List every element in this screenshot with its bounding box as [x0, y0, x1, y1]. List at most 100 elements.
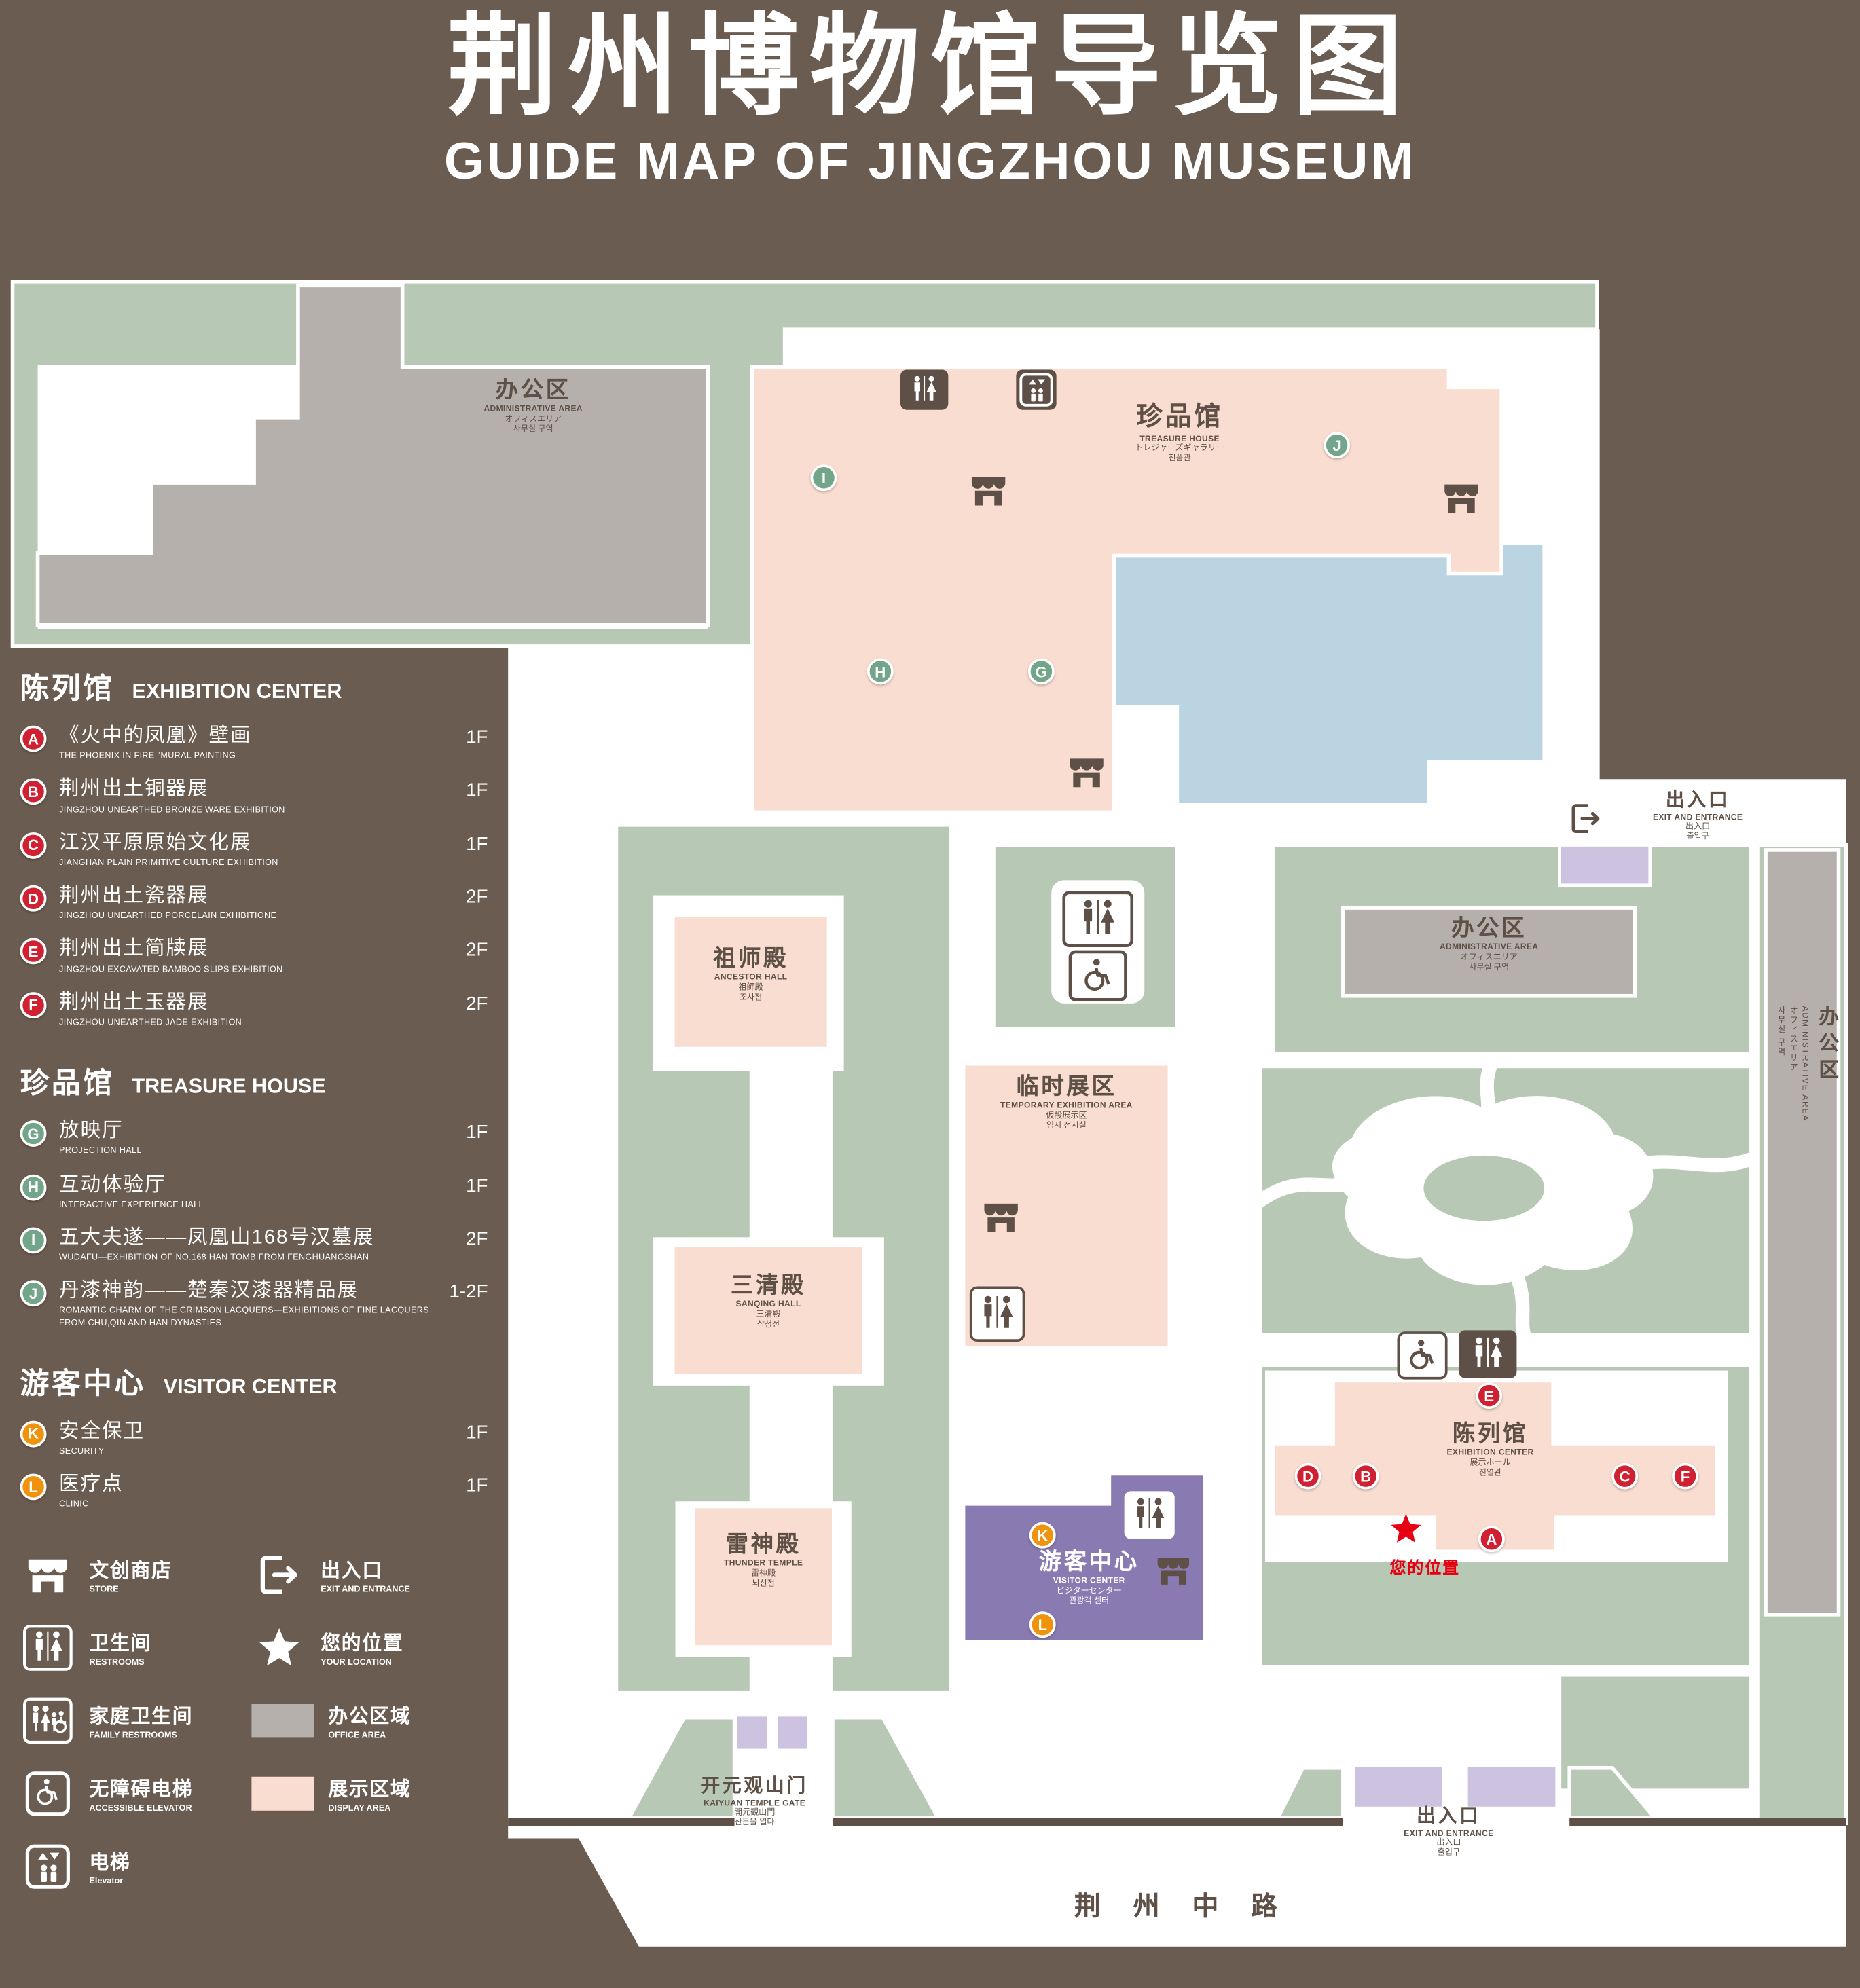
legend-item-E: E 荆州出土简牍展 JINGZHOU EXCAVATED BAMBOO SLIP… [20, 937, 498, 975]
elevator-icon [1016, 369, 1057, 410]
label-admin-east: 办公区 ADMINISTRATIVE AREA オフィスエリア 사무실 구역 [1440, 915, 1538, 972]
label-sanqing-jp: 三清殿 [756, 1310, 781, 1319]
legend-item-F: F 荆州出土玉器展 JINGZHOU UNEARTHED JADE EXHIBI… [20, 991, 498, 1029]
label-temporary-en: TEMPORARY EXHIBITION AREA [1000, 1101, 1133, 1111]
legend-symbol-key: 文创商店 STORE 出入口 EXIT AND ENTRANCE 卫生间 RES… [20, 1539, 498, 1903]
item-floor: 1F [466, 779, 488, 802]
map-marker-I: I [810, 464, 837, 492]
label-visitor-jp: ビジターセンター [1056, 1586, 1122, 1596]
road-name: 荆 州 中 路 [1074, 1892, 1290, 1921]
label-admin-fr-en: ADMINISTRATIVE AREA [1800, 1006, 1809, 1122]
label-gate-en: KAIYUAN TEMPLE GATE [704, 1799, 806, 1808]
item-floor: 1F [466, 1475, 488, 1497]
label-ancestor-hall-zh: 祖师殿 [713, 945, 789, 971]
map-icons [900, 369, 1610, 1585]
label-exhibition-en: EXHIBITION CENTER [1446, 1448, 1534, 1458]
label-thunder-zh: 雷神殿 [725, 1531, 801, 1557]
legend-marker-I: I [20, 1227, 47, 1254]
legend-marker-B: B [20, 779, 47, 805]
label-admin-east-jp: オフィスエリア [1460, 953, 1518, 962]
map-marker-L: L [1029, 1611, 1056, 1638]
building-thunder-temple [691, 1504, 836, 1649]
section-title-zh: 陈列馆 [20, 671, 115, 705]
legend-symbol-restroom: 卫生间 RESTROOMS [20, 1611, 244, 1684]
restroom-panel [1051, 880, 1145, 1004]
legend-symbol-accessible-elevator: 无障碍电梯 ACCESSIBLE ELEVATOR [20, 1757, 244, 1830]
item-floor: 1F [466, 1175, 488, 1197]
label-ancestor-hall-kr: 조사전 [739, 993, 763, 1002]
green-area-southeast [1557, 1672, 1753, 1792]
label-admin-nw-en: ADMINISTRATIVE AREA [484, 405, 583, 414]
elevator-icon [20, 1843, 75, 1890]
wall-segment [832, 1818, 1343, 1826]
label-exit-s-jp: 出入口 [1436, 1839, 1461, 1848]
symbol-en: EXIT AND ENTRANCE [321, 1585, 410, 1595]
item-en: PROJECTION HALL [59, 1147, 142, 1156]
symbol-en: FAMILY RESTROOMS [89, 1731, 177, 1741]
boundary-wall [508, 1818, 1846, 1826]
office-area-swatch [251, 1704, 314, 1738]
label-admin-fr-jp: オフィスエリア [1787, 1006, 1797, 1072]
map-marker-J: J [1324, 432, 1351, 459]
item-zh: 江汉平原原始文化展 [59, 832, 252, 853]
pad-exit-s-left [1351, 1763, 1446, 1810]
item-en: CLINIC [59, 1500, 89, 1509]
label-temporary-exhibition: 临时展区 TEMPORARY EXHIBITION AREA 仮設展示区 임시 … [1000, 1074, 1133, 1131]
label-gate-zh: 开元观山门 [701, 1775, 808, 1797]
item-en: ROMANTIC CHARM OF THE CRIMSON LACQUERS—E… [59, 1306, 429, 1327]
label-sanqing-hall: 三清殿 SANQING HALL 三清殿 삼청전 [731, 1272, 806, 1329]
restroom-icon [20, 1625, 75, 1672]
label-exhibition-kr: 진열관 [1478, 1468, 1502, 1477]
accessible-elevator-icon [1397, 1331, 1448, 1380]
label-admin-nw: 办公区 ADMINISTRATIVE AREA オフィスエリア 사무실 구역 [484, 378, 582, 435]
label-treasure-house-kr: 진품관 [1168, 454, 1191, 463]
item-zh: 荆州出土玉器展 [59, 991, 209, 1014]
legend-item-J: J 丹漆神韵——楚秦汉漆器精品展 ROMANTIC CHARM OF THE C… [20, 1279, 498, 1329]
your-location-star-icon [251, 1625, 306, 1672]
item-zh: 医疗点 [59, 1473, 124, 1496]
legend-item-B: B 荆州出土铜器展 JINGZHOU UNEARTHED BRONZE WARE… [20, 777, 498, 815]
legend-item-A: A 《火中的凤凰》壁画 THE PHOENIX IN FIRE "MURAL P… [20, 724, 498, 762]
label-exhibition-zh: 陈列馆 [1452, 1420, 1529, 1446]
page-subtitle: GUIDE MAP OF JINGZHOU MUSEUM [443, 132, 1417, 190]
office-buildings [35, 283, 1841, 1617]
symbol-zh: 文创商店 [89, 1560, 172, 1582]
legend-symbol-store: 文创商店 STORE [20, 1539, 244, 1611]
label-gate-jp: 開元観山門 [734, 1808, 776, 1818]
legend-symbol-empty [251, 1830, 498, 1902]
map-marker-K: K [1029, 1522, 1056, 1549]
item-zh: 荆州出土瓷器展 [59, 885, 209, 907]
label-ancestor-hall-en: ANCESTOR HALL [714, 973, 788, 982]
item-floor: 2F [466, 940, 488, 961]
wall-segment [508, 1818, 735, 1826]
legend-marker-J: J [20, 1280, 47, 1307]
label-temporary-jp: 仮設展示区 [1046, 1111, 1087, 1120]
label-temporary-kr: 임시 전시실 [1046, 1121, 1087, 1130]
gate-door-right [774, 1713, 811, 1752]
label-visitor-center: 游客中心 VISITOR CENTER ビジターセンター 관광객 센터 [1039, 1549, 1139, 1606]
label-admin-fr-zh: 办公区 [1815, 1006, 1837, 1086]
legend-item-I: I 五大夫遂——凤凰山168号汉墓展 WUDAFU—EXHIBITION OF … [20, 1226, 498, 1264]
store-icon [20, 1551, 75, 1598]
symbol-zh: 您的位置 [321, 1633, 404, 1655]
symbol-en: ACCESSIBLE ELEVATOR [89, 1804, 192, 1814]
exit-icon [1562, 797, 1610, 841]
label-exit-ne-jp: 出入口 [1685, 822, 1711, 832]
label-treasure-house: 珍品馆 TREASURE HOUSE トレジャーズギャラリー 진품관 [1135, 403, 1224, 464]
item-floor: 2F [466, 993, 488, 1015]
item-zh: 丹漆神韵——楚秦汉漆器精品展 [59, 1280, 359, 1302]
label-thunder-jp: 雷神殿 [751, 1569, 776, 1578]
building-admin-east [1341, 906, 1637, 998]
label-treasure-house-jp: トレジャーズギャラリー [1135, 444, 1224, 454]
label-gate-kr: 산문을 열다 [734, 1818, 775, 1827]
symbol-zh: 展示区域 [328, 1779, 412, 1801]
symbol-en: STORE [89, 1585, 119, 1595]
accessible-elevator-icon [20, 1770, 75, 1817]
garden-island [1423, 1155, 1545, 1221]
item-en: INTERACTIVE EXPERIENCE HALL [59, 1200, 204, 1210]
symbol-zh: 出入口 [321, 1560, 383, 1582]
label-admin-east-zh: 办公区 [1451, 915, 1527, 941]
garden-paths [1253, 1059, 1758, 1342]
legend-marker-F: F [20, 991, 47, 1018]
